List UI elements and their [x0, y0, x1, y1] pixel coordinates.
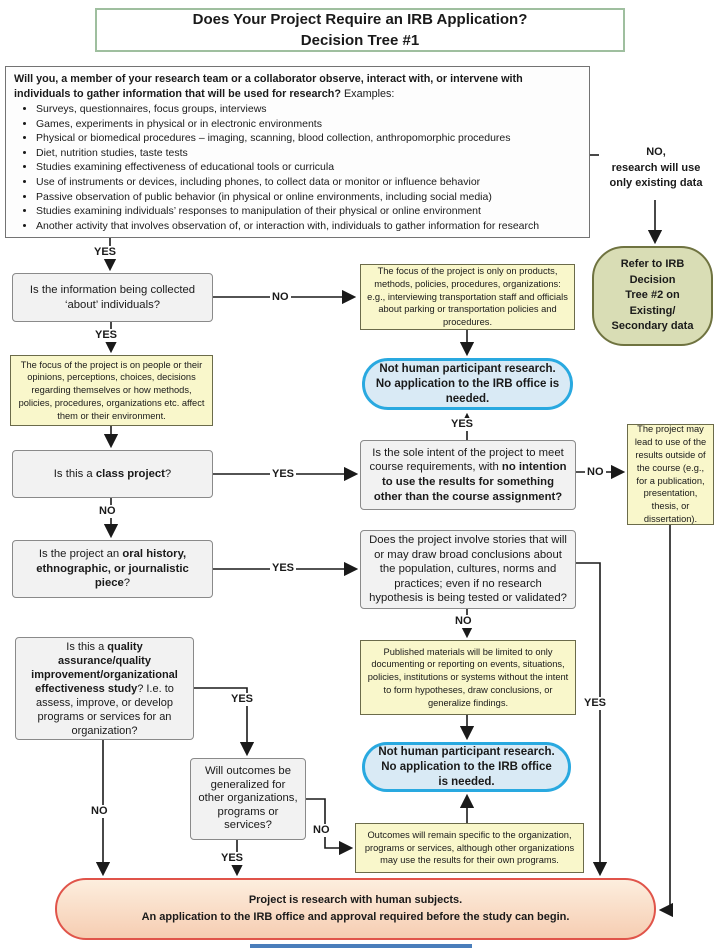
examples-label: Examples: — [340, 87, 395, 100]
main-question-text: Will you, a member of your research team… — [14, 73, 523, 100]
edge-label-yes-right: YES — [582, 697, 609, 710]
example-bullet: Studies examining effectiveness of educa… — [36, 160, 581, 175]
node-q-about-individuals: Is the information being collected ‘abou… — [12, 273, 213, 322]
irb-required-line-2: An application to the IRB office and app… — [141, 911, 570, 923]
example-bullet: Studies examining individuals’ responses… — [36, 204, 581, 219]
node-main-question: Will you, a member of your research team… — [5, 66, 590, 238]
title-line-1: Does Your Project Require an IRB Applica… — [192, 11, 528, 28]
terminal-refer-tree2: Refer to IRB Decision Tree #2 on Existin… — [592, 246, 713, 346]
edge-label-no-3: NO — [97, 505, 118, 518]
terminal-not-human-2: Not human participant research. No appli… — [362, 742, 571, 792]
node-info-published-limited: Published materials will be limited to o… — [360, 640, 576, 715]
example-bullet: Physical or biomedical procedures – imag… — [36, 131, 581, 146]
node-q-sole-intent: Is the sole intent of the project to mee… — [360, 440, 576, 510]
irb-required-line-1: Project is research with human subjects. — [248, 894, 463, 906]
terminal-not-human-1: Not human participant research. No appli… — [362, 358, 573, 410]
example-bullet: Surveys, questionnaires, focus groups, i… — [36, 102, 581, 117]
edge-label-no-existing-data: NO, research will use only existing data — [609, 146, 703, 189]
node-q-stories: Does the project involve stories that wi… — [360, 530, 576, 609]
examples-list: Surveys, questionnaires, focus groups, i… — [14, 102, 581, 233]
example-bullet: Use of instruments or devices, including… — [36, 175, 581, 190]
node-q-oral-history: Is the project an oral history, ethnogra… — [12, 540, 213, 598]
page-title: Does Your Project Require an IRB Applica… — [95, 8, 625, 52]
edge-label-no-2: NO — [585, 466, 606, 479]
node-info-results-outside: The project may lead to use of the resul… — [627, 424, 714, 525]
footer-bar — [250, 944, 472, 948]
example-bullet: Games, experiments in physical or in ele… — [36, 117, 581, 132]
edge-label-yes-3: YES — [270, 468, 297, 481]
example-bullet: Diet, nutrition studies, taste tests — [36, 146, 581, 161]
edge-label-yes-6: YES — [219, 852, 246, 865]
edge-label-yes-2: YES — [93, 329, 120, 342]
edge-label-no-5: NO — [89, 805, 110, 818]
example-bullet: Passive observation of public behavior (… — [36, 190, 581, 205]
node-q-quality-assurance: Is this a quality assurance/quality impr… — [15, 637, 194, 740]
terminal-irb-required: Project is research with human subjects.… — [55, 878, 656, 940]
node-q-outcomes-generalized: Will outcomes be generalized for other o… — [190, 758, 306, 840]
edge-label-yes-4: YES — [270, 562, 297, 575]
edge-label-yes-5: YES — [229, 693, 256, 706]
example-bullet: Another activity that involves observati… — [36, 219, 581, 234]
edge-label-no-6: NO — [311, 824, 332, 837]
edge-label-no-1: NO — [270, 291, 291, 304]
node-q-class-project: Is this a class project? — [12, 450, 213, 498]
edge-label-no-4: NO — [453, 615, 474, 628]
title-line-2: Decision Tree #1 — [300, 32, 420, 49]
node-info-focus-people: The focus of the project is on people or… — [10, 355, 213, 426]
edge-label-yes-up-1: YES — [449, 418, 476, 431]
node-info-focus-products: The focus of the project is only on prod… — [360, 264, 575, 330]
edge-label-yes-1: YES — [92, 246, 119, 259]
node-info-outcomes-specific: Outcomes will remain specific to the org… — [355, 823, 584, 873]
